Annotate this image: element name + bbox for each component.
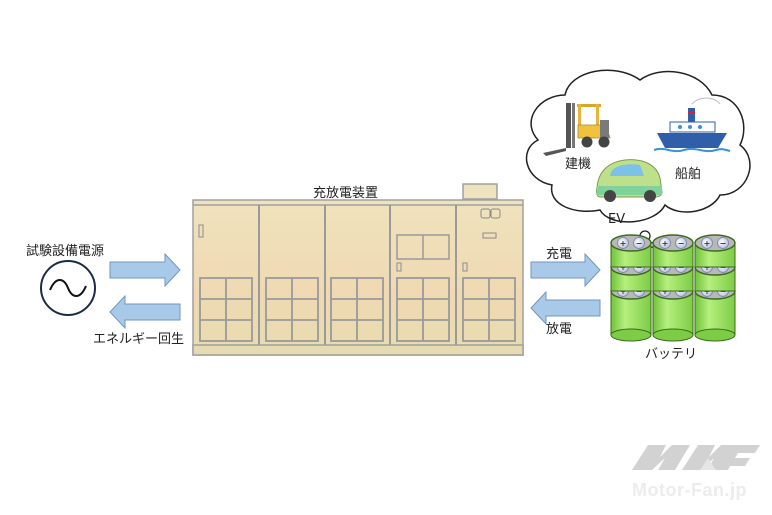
svg-text:−: − — [678, 239, 685, 248]
item-label-ev: EV — [608, 212, 625, 227]
regen-label: エネルギー回生 — [93, 332, 185, 347]
svg-text:+: + — [704, 239, 711, 248]
svg-text:+: + — [662, 239, 669, 248]
positive-terminal-icon — [701, 237, 713, 249]
negative-terminal-icon — [717, 237, 729, 249]
device-label: 充放電装置 — [313, 186, 379, 201]
discharge-label: 放電 — [546, 322, 573, 337]
charge-discharge-device — [192, 183, 524, 356]
battery-cell: +− — [610, 234, 652, 268]
battery-cell: +− — [694, 234, 736, 268]
arrow-regen — [109, 294, 181, 330]
battery-pack: +−+−+−+−+−+−+−+−+− — [610, 234, 736, 342]
battery-cell: +− — [694, 282, 736, 342]
item-label-construction: 建機 — [565, 157, 591, 172]
mf-logo-icon — [632, 445, 760, 470]
ev-car-icon — [596, 159, 663, 202]
battery-cell: +− — [610, 282, 652, 342]
battery-cell: +− — [652, 234, 694, 268]
ac-source-icon — [40, 260, 96, 316]
positive-terminal-icon — [659, 237, 671, 249]
battery-label: バッテリ — [645, 347, 698, 362]
arrow-discharge — [530, 290, 601, 326]
svg-text:−: − — [720, 239, 727, 248]
negative-terminal-icon — [633, 237, 645, 249]
item-label-ship: 船舶 — [675, 166, 701, 182]
ship-icon — [653, 97, 731, 153]
forklift-icon — [543, 103, 611, 156]
watermark-brand: Motor-Fan.jp — [632, 480, 747, 500]
charge-label: 充電 — [546, 247, 573, 262]
thought-bubble — [525, 69, 751, 249]
svg-text:+: + — [620, 239, 627, 248]
battery-cell: +− — [652, 282, 694, 342]
power-source-label: 試験設備電源 — [26, 244, 105, 259]
svg-text:−: − — [636, 239, 643, 248]
negative-terminal-icon — [675, 237, 687, 249]
positive-terminal-icon — [617, 237, 629, 249]
arrow-charge — [530, 252, 601, 288]
arrow-to-device — [109, 252, 181, 288]
